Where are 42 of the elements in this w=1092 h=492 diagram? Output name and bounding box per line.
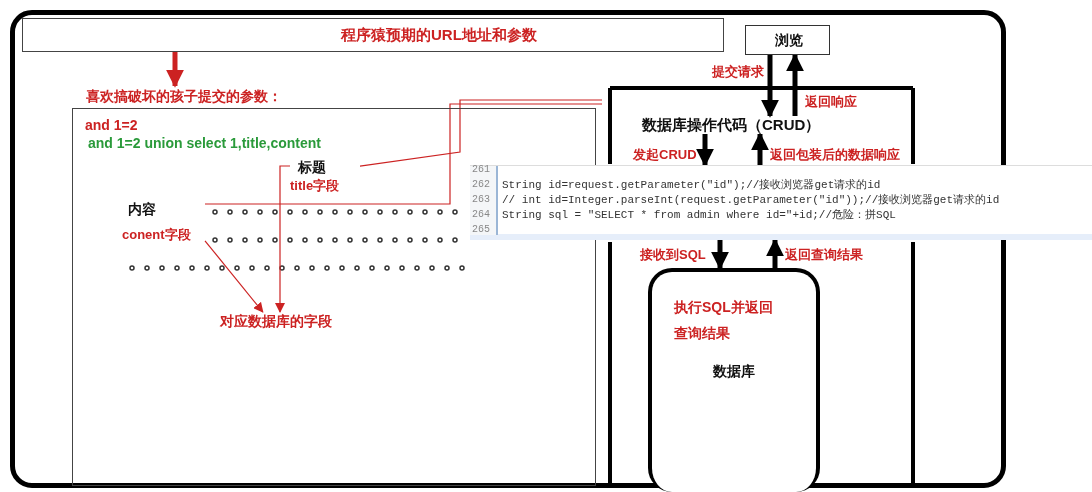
field-label: 标题 bbox=[298, 158, 326, 176]
block-arrow bbox=[696, 134, 714, 167]
arrow bbox=[275, 165, 291, 313]
field-note: title字段 bbox=[290, 177, 340, 195]
line-number: 264 bbox=[472, 208, 490, 222]
edge-label: 返回响应 bbox=[805, 93, 857, 111]
url-bar bbox=[22, 18, 724, 52]
url-note: 程序猿预期的URL地址和参数 bbox=[341, 26, 537, 44]
field-note: conent字段 bbox=[122, 226, 191, 244]
database-box bbox=[648, 268, 820, 492]
code-line: String sql = "SELECT * from admin where id="+id;//危险：拼SQL bbox=[502, 208, 896, 223]
block-arrow bbox=[761, 55, 779, 118]
edge-label: 提交请求 bbox=[712, 63, 764, 81]
edge-label: 返回查询结果 bbox=[785, 246, 863, 264]
line-number: 263 bbox=[472, 193, 490, 207]
browse-button bbox=[745, 25, 830, 55]
button-label: 浏览 bbox=[773, 31, 804, 49]
code-line: // int id=Integer.parseInt(request.getParameter("id"));//接收浏览器get请求的id bbox=[502, 193, 1000, 208]
edge-label: 接收到SQL bbox=[640, 246, 706, 264]
leader-line bbox=[204, 103, 603, 205]
block-arrow bbox=[766, 238, 784, 268]
heading: 喜欢搞破坏的孩子提交的参数： bbox=[86, 87, 282, 105]
injected-parameter: and 1=2 bbox=[85, 116, 138, 134]
edge-label: 返回包装后的数据响应 bbox=[770, 146, 900, 164]
field-label: 内容 bbox=[128, 200, 156, 218]
box-title: 数据库操作代码（CRUD） bbox=[642, 116, 821, 134]
leader-line bbox=[359, 99, 603, 167]
code-panel bbox=[470, 165, 1092, 240]
field-note: 对应数据库的字段 bbox=[220, 312, 332, 330]
arrow bbox=[204, 240, 264, 313]
block-arrow bbox=[751, 132, 769, 165]
line-number: 261 bbox=[472, 163, 490, 177]
edge-label: 发起CRUD bbox=[633, 146, 697, 164]
line-number: 262 bbox=[472, 178, 490, 192]
block-arrow bbox=[166, 52, 184, 88]
box-title: 数据库 bbox=[712, 362, 756, 380]
block-arrow bbox=[786, 53, 804, 116]
line-number: 265 bbox=[472, 223, 490, 237]
box-note: 执行SQL并返回查询结果 bbox=[674, 298, 774, 343]
code-line: String id=request.getParameter("id");//接收浏览器get请求的id bbox=[502, 178, 881, 193]
block-arrow bbox=[711, 240, 729, 270]
injected-parameter: and 1=2 union select 1,title,content bbox=[88, 134, 321, 152]
